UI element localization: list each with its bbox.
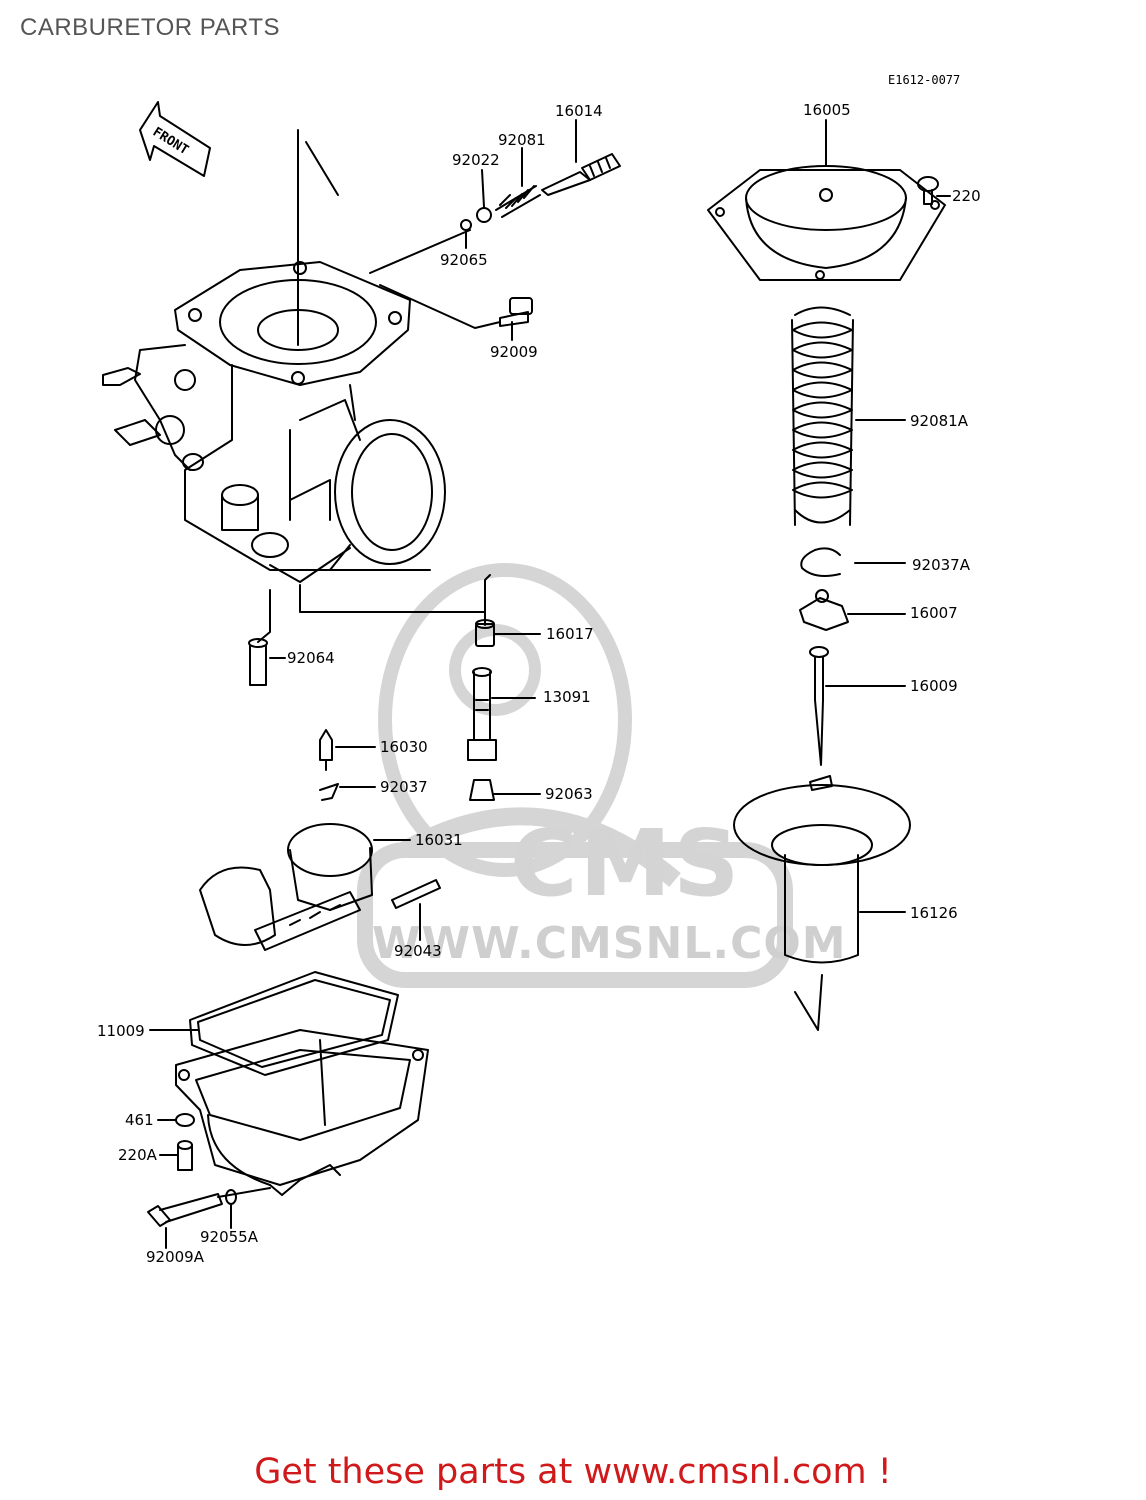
diagram-id: E1612-0077 bbox=[888, 73, 961, 87]
part-92081-drawing bbox=[495, 185, 541, 218]
part-92064-drawing bbox=[248, 589, 271, 686]
part-16030-drawing bbox=[319, 729, 333, 771]
part-92065-drawing bbox=[460, 219, 472, 231]
part-16031-drawing bbox=[199, 823, 373, 951]
page-title: CARBURETOR PARTS bbox=[20, 14, 281, 41]
part-16007-drawing bbox=[799, 589, 849, 631]
footer-cta-link[interactable]: Get these parts at www.cmsnl.com ! bbox=[254, 1452, 892, 1492]
part-label-13091[interactable]: 13091 bbox=[543, 688, 591, 706]
part-label-92037[interactable]: 92037 bbox=[380, 778, 428, 796]
part-16009-drawing bbox=[809, 646, 829, 766]
part-label-92065[interactable]: 92065 bbox=[440, 251, 488, 269]
front-arrow-icon bbox=[139, 101, 211, 177]
part-label-16007[interactable]: 16007 bbox=[910, 604, 958, 622]
part-label-92037A[interactable]: 92037A bbox=[912, 556, 970, 574]
part-label-92009[interactable]: 92009 bbox=[490, 343, 538, 361]
part-label-92081[interactable]: 92081 bbox=[498, 131, 546, 149]
part-92009-drawing bbox=[499, 297, 533, 327]
part-220A-drawing bbox=[177, 1140, 193, 1171]
float-bowl-drawing bbox=[175, 1029, 429, 1196]
watermark-brand: CMS bbox=[510, 810, 742, 917]
part-13091-drawing bbox=[467, 667, 497, 761]
part-label-16017[interactable]: 16017 bbox=[546, 625, 594, 643]
part-461-drawing bbox=[175, 1113, 195, 1127]
part-92063-drawing bbox=[469, 779, 495, 801]
part-92043-drawing bbox=[391, 879, 441, 909]
carburetor-body-drawing bbox=[102, 261, 446, 583]
part-16126-drawing bbox=[733, 775, 911, 964]
part-label-92043[interactable]: 92043 bbox=[394, 942, 442, 960]
part-92009A-drawing bbox=[147, 1187, 271, 1227]
part-label-220A[interactable]: 220A bbox=[118, 1146, 157, 1164]
part-11009-drawing bbox=[189, 971, 399, 1076]
front-marker-label: FRONT bbox=[150, 125, 191, 159]
part-label-220[interactable]: 220 bbox=[952, 187, 981, 205]
part-label-92022[interactable]: 92022 bbox=[452, 151, 500, 169]
part-label-92009A[interactable]: 92009A bbox=[146, 1248, 204, 1266]
part-92037-drawing bbox=[319, 783, 339, 801]
part-label-16009[interactable]: 16009 bbox=[910, 677, 958, 695]
part-16014-drawing bbox=[541, 153, 621, 196]
part-92022-drawing bbox=[476, 207, 492, 223]
part-label-16126[interactable]: 16126 bbox=[910, 904, 958, 922]
part-16005-drawing bbox=[707, 165, 946, 281]
part-label-16005[interactable]: 16005 bbox=[803, 101, 851, 119]
part-92055A-drawing bbox=[225, 1189, 237, 1205]
part-label-92063[interactable]: 92063 bbox=[545, 785, 593, 803]
part-label-16030[interactable]: 16030 bbox=[380, 738, 428, 756]
part-label-461[interactable]: 461 bbox=[125, 1111, 154, 1129]
part-92081A-drawing bbox=[791, 306, 854, 526]
part-220-drawing bbox=[917, 176, 939, 205]
part-92037A-drawing bbox=[800, 547, 841, 577]
part-label-11009[interactable]: 11009 bbox=[97, 1022, 145, 1040]
part-label-92064[interactable]: 92064 bbox=[287, 649, 335, 667]
part-label-92055A[interactable]: 92055A bbox=[200, 1228, 258, 1246]
part-16017-drawing bbox=[475, 619, 495, 647]
part-label-16014[interactable]: 16014 bbox=[555, 102, 603, 120]
part-label-92081A[interactable]: 92081A bbox=[910, 412, 968, 430]
part-label-16031[interactable]: 16031 bbox=[415, 831, 463, 849]
watermark-url: WWW.CMSNL.COM bbox=[372, 918, 847, 969]
